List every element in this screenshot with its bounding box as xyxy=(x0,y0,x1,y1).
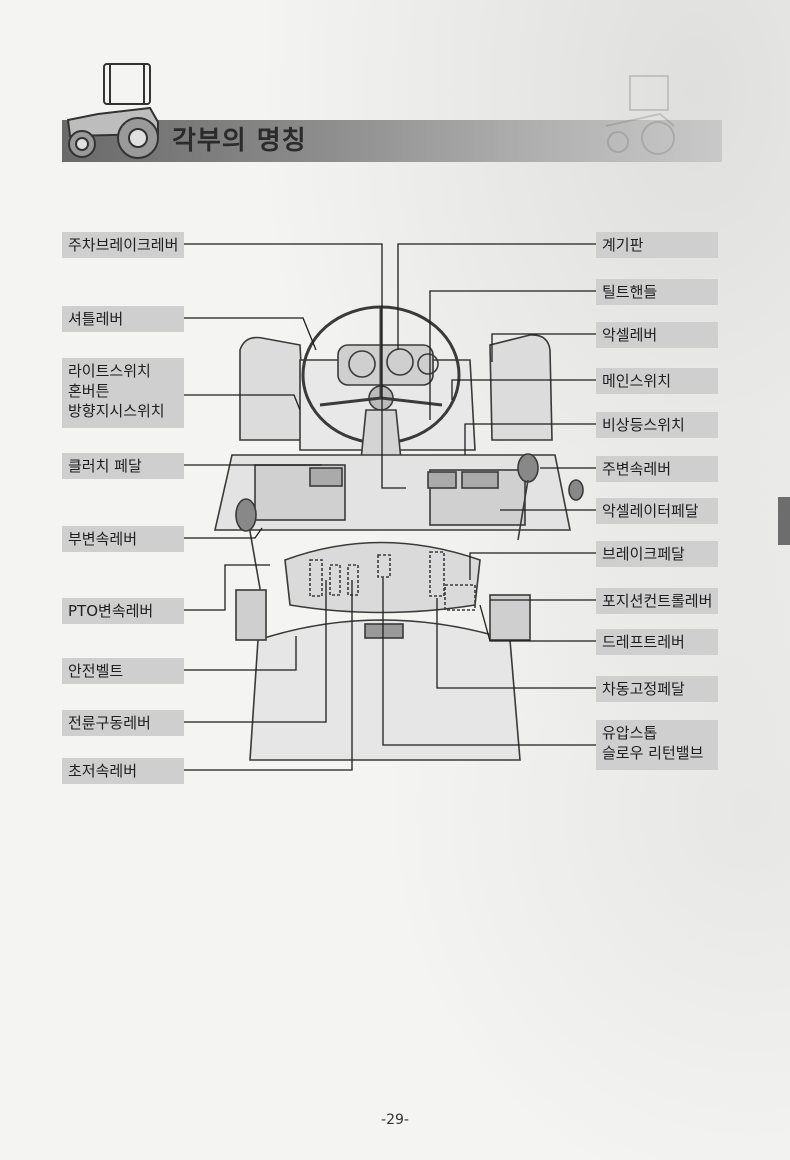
label-diff-lock-pedal: 차동고정페달 xyxy=(596,676,718,702)
page-title: 각부의 명칭 xyxy=(172,126,307,156)
label-main-switch: 메인스위치 xyxy=(596,368,718,394)
label-sub-shift-lever: 부변속레버 xyxy=(62,526,184,552)
title-bar xyxy=(62,120,722,162)
label-position-control-lever: 포지션컨트롤레버 xyxy=(596,588,718,614)
leader-lines xyxy=(184,243,596,771)
side-thumb-tab xyxy=(778,497,790,545)
label-front-wheel-drive-lever: 전륜구동레버 xyxy=(62,710,184,736)
label-draft-lever: 드레프트레버 xyxy=(596,629,718,655)
tractor-icon xyxy=(66,63,159,159)
label-seat-belt: 안전벨트 xyxy=(62,658,184,684)
label-accel-lever: 악셀레버 xyxy=(596,322,718,348)
faded-tractor-art xyxy=(605,75,675,155)
label-light-horn-turn-switch: 라이트스위치 혼버튼 방향지시스위치 xyxy=(62,358,184,428)
label-hydraulic-stop-valve: 유압스톱 슬로우 리턴밸브 xyxy=(596,720,718,770)
label-shuttle-lever: 셔틀레버 xyxy=(62,306,184,332)
label-hazard-switch: 비상등스위치 xyxy=(596,412,718,438)
label-pto-shift-lever: PTO변속레버 xyxy=(62,598,184,624)
cockpit-illustration xyxy=(213,305,584,761)
label-tilt-handle: 틸트핸들 xyxy=(596,279,718,305)
label-brake-pedal: 브레이크페달 xyxy=(596,541,718,567)
label-creep-speed-lever: 초저속레버 xyxy=(62,758,184,784)
label-main-shift-lever: 주변속레버 xyxy=(596,456,718,482)
page-number: -29- xyxy=(381,1112,409,1128)
label-instrument-panel: 계기판 xyxy=(596,232,718,258)
label-accelerator-pedal: 악셀레이터페달 xyxy=(596,498,718,524)
label-clutch-pedal: 클러치 페달 xyxy=(62,453,184,479)
label-parking-brake-lever: 주차브레이크레버 xyxy=(62,232,184,258)
